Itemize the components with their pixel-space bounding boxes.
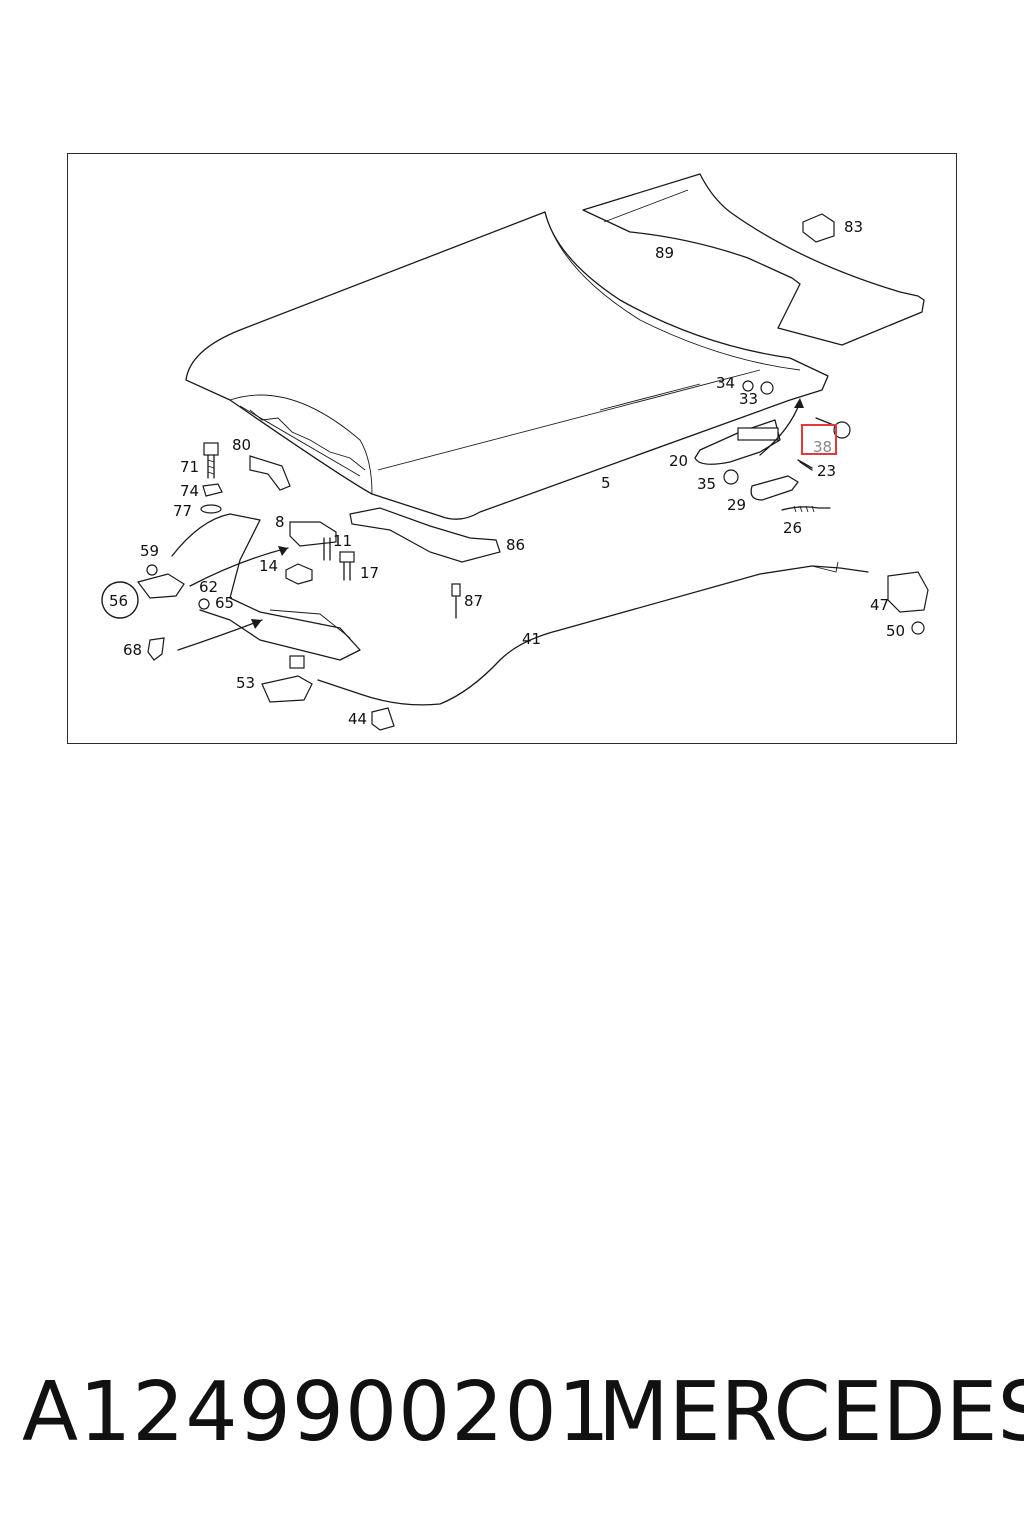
highlight-box	[801, 424, 837, 455]
callout-65: 65	[215, 594, 234, 612]
release-cable-shape	[317, 565, 869, 706]
callout-29: 29	[727, 496, 746, 514]
callout-50: 50	[886, 622, 905, 640]
callout-44: 44	[348, 710, 367, 728]
callout-56: 56	[109, 592, 128, 610]
callout-41: 41	[522, 630, 541, 648]
callout-38: 38	[813, 438, 832, 456]
callout-23: 23	[817, 462, 836, 480]
callout-26: 26	[783, 519, 802, 537]
callout-89: 89	[655, 244, 674, 262]
callout-74: 74	[180, 482, 199, 500]
callout-35: 35	[697, 475, 716, 493]
callout-80: 80	[232, 436, 251, 454]
callout-14: 14	[259, 557, 278, 575]
callout-86: 86	[506, 536, 525, 554]
callout-87: 87	[464, 592, 483, 610]
callout-83: 83	[844, 218, 863, 236]
callout-33: 33	[739, 390, 758, 408]
callout-62: 62	[199, 578, 218, 596]
callout-77: 77	[173, 502, 192, 520]
callout-53: 53	[236, 674, 255, 692]
callout-47: 47	[870, 596, 889, 614]
hinge-bracket-shape	[694, 419, 781, 465]
callout-34: 34	[716, 374, 735, 392]
callout-59: 59	[140, 542, 159, 560]
callout-8: 8	[275, 513, 285, 531]
insulation-mat-shape	[582, 173, 925, 346]
callout-71: 71	[180, 458, 199, 476]
footer-part-number: A1249900201	[22, 1365, 611, 1460]
footer-brand: MERCEDES	[598, 1365, 1024, 1460]
callout-68: 68	[123, 641, 142, 659]
callout-5: 5	[601, 474, 611, 492]
callout-17: 17	[360, 564, 379, 582]
callout-20: 20	[669, 452, 688, 470]
callout-11: 11	[333, 532, 352, 550]
